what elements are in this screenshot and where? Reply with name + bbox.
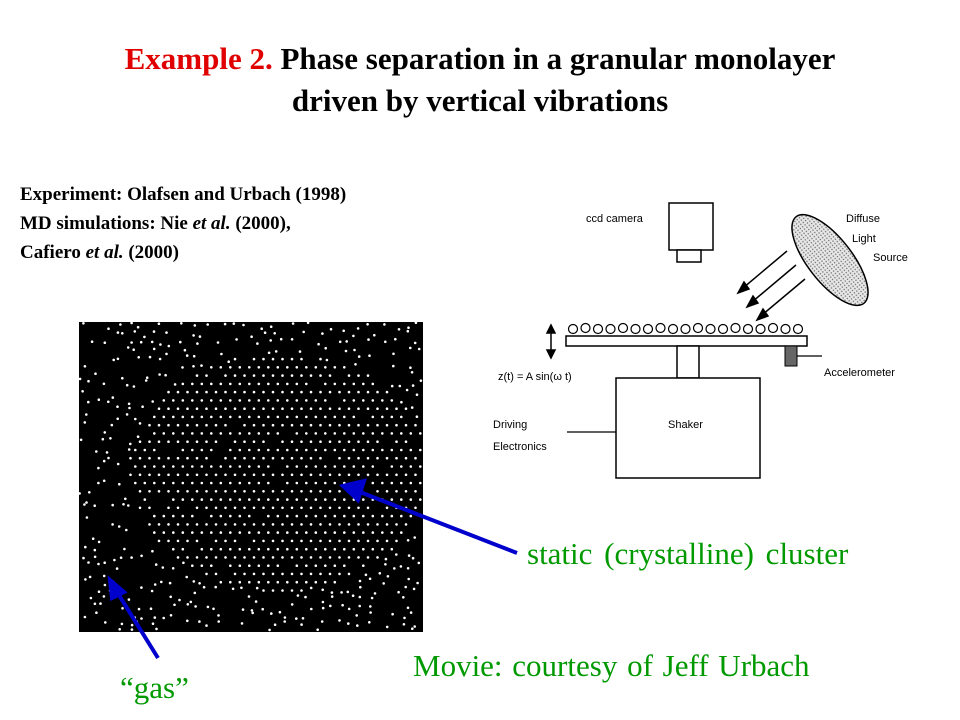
- driving-label-2: Electronics: [493, 441, 547, 453]
- credits-block: Experiment: Olafsen and Urbach (1998) MD…: [20, 180, 346, 267]
- shaker-box: [615, 377, 761, 479]
- driving-label-1: Driving: [493, 419, 527, 431]
- granular-snapshot-image: [78, 321, 423, 632]
- light-label-2: Light: [852, 233, 876, 245]
- vibrating-plate: [565, 335, 808, 347]
- credit-md-nie: MD simulations: Nie et al. (2000),: [20, 213, 291, 234]
- title-line-1-text: Phase separation in a granular monolayer: [280, 41, 836, 76]
- credit-md-cafiero: Cafiero et al. (2000): [20, 242, 180, 263]
- displacement-equation: z(t) = A sin(ω t): [498, 371, 572, 383]
- title-line-2: driven by vertical vibrations: [291, 83, 669, 118]
- light-ray-arrows: [736, 250, 806, 322]
- particle-field: [78, 321, 423, 632]
- cluster-pointer-arrow: [338, 478, 518, 555]
- light-label-3: Source: [873, 252, 908, 264]
- slide-title: Example 2. Phase separation in a granula…: [0, 38, 960, 122]
- movie-credit-label: Movie: courtesy of Jeff Urbach: [413, 648, 810, 683]
- shaker-shaft: [676, 345, 700, 379]
- credit-experiment: Experiment: Olafsen and Urbach (1998): [20, 184, 347, 205]
- vertical-motion-arrow: [545, 323, 557, 360]
- light-source-icon: [791, 213, 869, 307]
- accelerometer-label: Accelerometer: [824, 367, 895, 379]
- cluster-label: static (crystalline) cluster: [527, 536, 849, 571]
- camera-lens: [676, 249, 702, 263]
- gas-pointer-arrow: [107, 575, 160, 660]
- bead-monolayer: [567, 322, 804, 335]
- light-label-1: Diffuse: [846, 213, 880, 225]
- camera-label: ccd camera: [586, 213, 644, 225]
- accelerometer-icon: [784, 345, 798, 367]
- shaker-label: Shaker: [668, 419, 703, 431]
- gas-label: “gas”: [120, 670, 189, 705]
- title-line-1: Example 2. Phase separation in a granula…: [0, 38, 960, 80]
- camera-body: [668, 202, 714, 251]
- title-example-number: Example 2.: [124, 41, 273, 76]
